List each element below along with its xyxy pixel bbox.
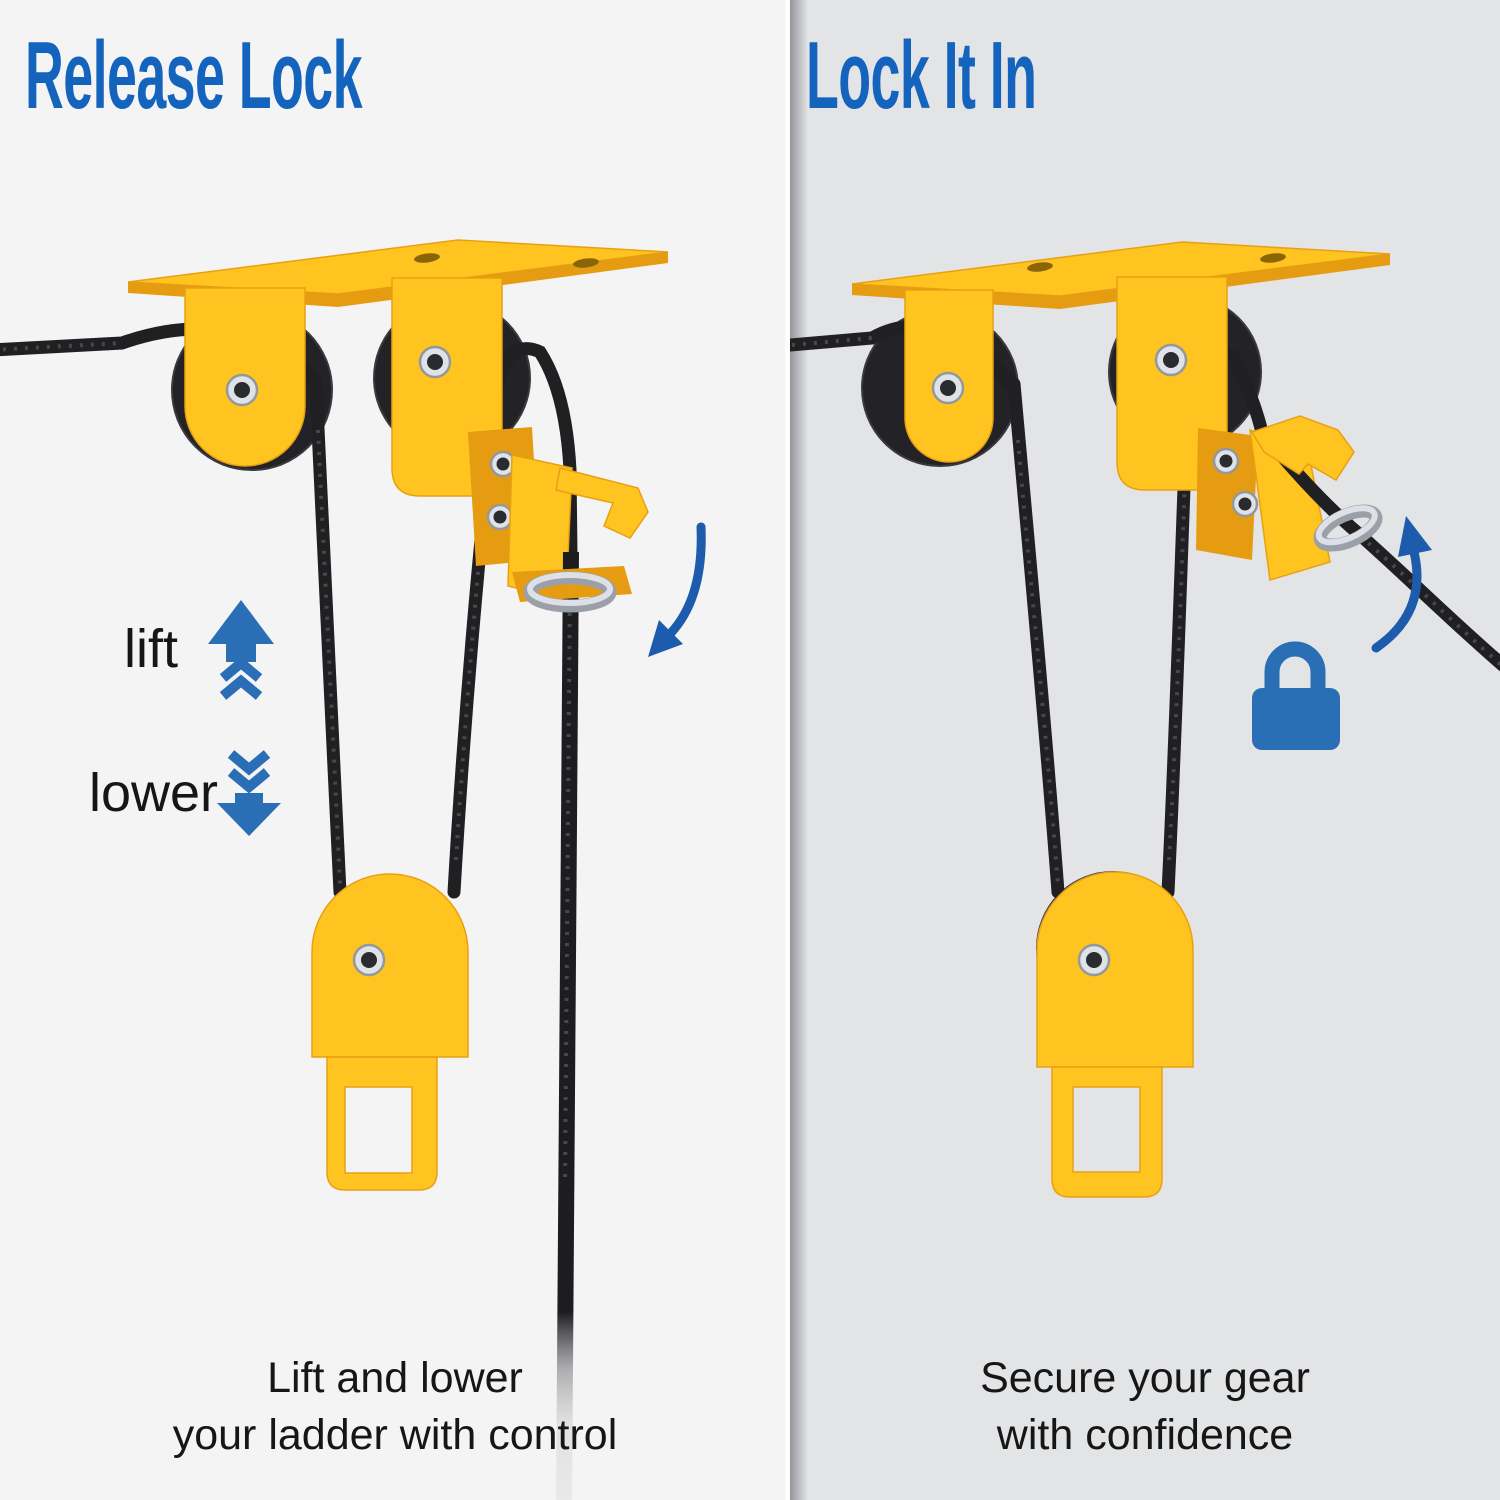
pulley-illustration-locked xyxy=(790,241,1500,1198)
bolt-icon xyxy=(1212,447,1240,475)
bolt-icon xyxy=(352,943,386,977)
down-arrow-with-chevrons-icon xyxy=(217,750,281,836)
caption-line: Lift and lower xyxy=(267,1354,523,1402)
panel-lock-it-in: Lock It In Secure your gear with confide… xyxy=(790,0,1500,1500)
lower-label: lower xyxy=(88,763,218,823)
caption-release: Lift and lower your ladder with control xyxy=(0,1350,790,1464)
rope-tail xyxy=(556,551,579,1500)
curved-arrow-down-icon xyxy=(648,522,706,657)
caption-lock: Secure your gear with confidence xyxy=(790,1350,1500,1464)
curved-arrow-up-icon xyxy=(1371,516,1432,653)
padlock-locked-icon xyxy=(1252,641,1340,750)
caption-line: your ladder with control xyxy=(172,1411,618,1459)
hook-plate-with-slot xyxy=(1051,1066,1163,1198)
bottom-pulley-block xyxy=(311,873,469,1191)
cleat-hook xyxy=(555,467,649,539)
metal-ring-icon xyxy=(523,571,617,613)
bolt-icon xyxy=(931,371,965,405)
rope-strand-left xyxy=(309,379,347,899)
bolt-icon xyxy=(225,373,259,407)
cam-cleat-released xyxy=(468,427,573,601)
panel-title-lock: Lock It In xyxy=(806,22,1037,129)
bolt-icon xyxy=(1231,490,1259,518)
panel-release-lock: Release Lock lift lower Lift and lower y… xyxy=(0,0,790,1500)
screw-hole xyxy=(1260,253,1286,263)
pulley-illustration-released xyxy=(0,239,706,1500)
bolt-icon xyxy=(486,503,514,531)
bottom-pulley-block xyxy=(1036,871,1194,1198)
caption-line: with confidence xyxy=(996,1411,1294,1459)
bolt-icon xyxy=(1154,343,1188,377)
screw-hole xyxy=(414,253,440,263)
lift-label: lift xyxy=(124,619,178,679)
up-arrow-with-chevrons-icon xyxy=(208,600,274,700)
metal-ring-icon xyxy=(1313,504,1383,552)
caption-line: Secure your gear xyxy=(980,1354,1310,1402)
rope-strand-left xyxy=(1007,377,1065,899)
screw-hole xyxy=(1027,262,1053,272)
panel-title-release: Release Lock xyxy=(25,22,363,129)
cleat-hook xyxy=(1250,415,1355,482)
screw-hole xyxy=(573,258,599,268)
cam-cleat-locked xyxy=(1196,428,1331,581)
hook-plate-with-slot xyxy=(326,1056,438,1191)
bolt-icon xyxy=(418,345,452,379)
rope-tail-texture xyxy=(563,579,572,1181)
bolt-icon xyxy=(1077,943,1111,977)
